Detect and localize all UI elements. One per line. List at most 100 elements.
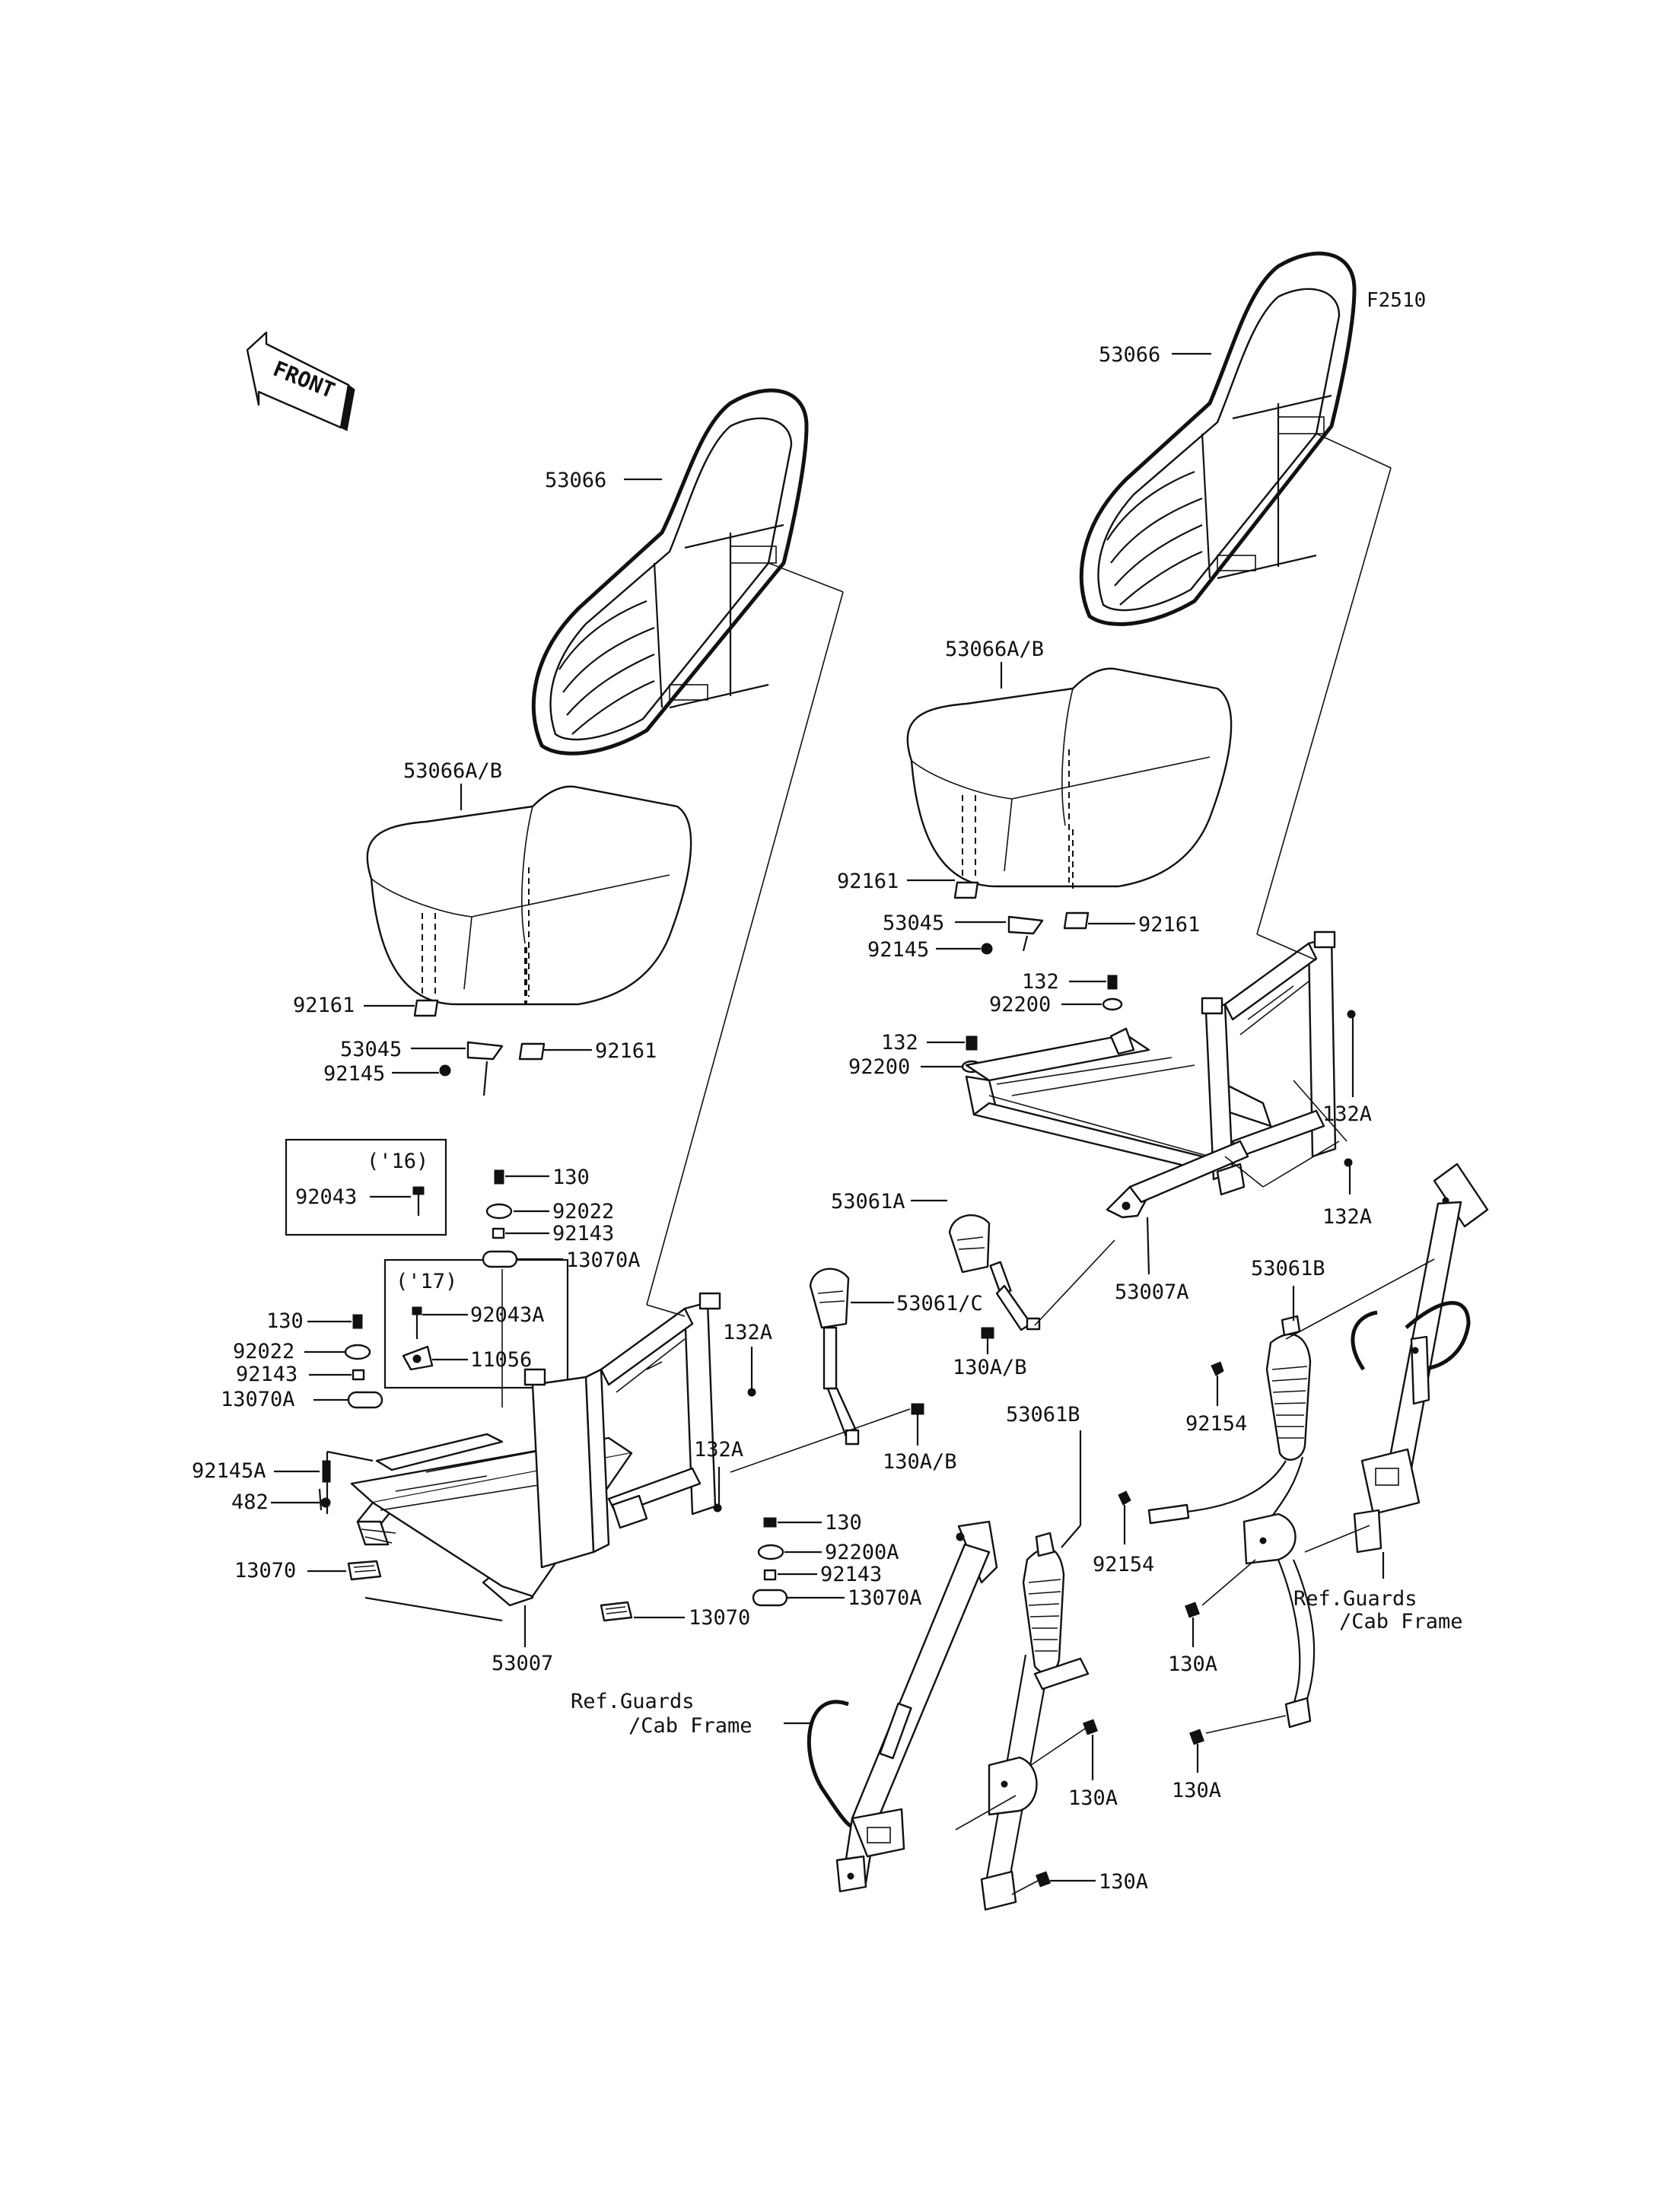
bolt-132A-r1-icon <box>1347 1010 1356 1019</box>
pad-13070A-a-icon <box>482 1250 518 1268</box>
left-cushion-53066AB <box>366 785 692 1006</box>
bracket-92161-right-1 <box>953 881 979 899</box>
label-buckle-left: 53061/C <box>896 1292 983 1315</box>
label-13070-r: 13070 <box>689 1606 750 1630</box>
bolt-132A-l1-icon <box>747 1388 756 1397</box>
bolt-130A-4-icon <box>1189 1729 1204 1745</box>
buckle-53061C-left <box>809 1268 860 1446</box>
nut-92143-b-icon <box>352 1369 365 1381</box>
pin-482-icon <box>320 1497 331 1508</box>
label-130AB-l: 130A/B <box>883 1450 957 1474</box>
left-backrest-53066 <box>531 388 809 755</box>
latch-53045-left <box>466 1041 504 1096</box>
label-92145A: 92145A <box>192 1459 266 1483</box>
label-92161-l2: 92161 <box>595 1039 657 1063</box>
label-92143-a: 92143 <box>552 1222 614 1245</box>
latch-53045-right <box>1007 915 1044 952</box>
label-132A-r1: 132A <box>1322 1102 1372 1126</box>
bolt-130-a-icon <box>494 1169 504 1185</box>
bracket-11056-icon <box>402 1345 434 1371</box>
label-130A-3: 130A <box>1168 1652 1217 1676</box>
label-belt-right: 53061B <box>1251 1257 1325 1280</box>
bracket-92161-right-2 <box>1063 911 1090 930</box>
label-132A-r2: 132A <box>1322 1205 1372 1229</box>
rail-13070-left-icon <box>347 1560 382 1581</box>
label-cushion-left: 53066A/B <box>403 759 502 783</box>
label-92161-r2: 92161 <box>1138 913 1200 937</box>
left-seat-belt-53061B <box>980 1532 1090 1911</box>
label-buckle-right: 53061A <box>831 1190 905 1214</box>
right-guard-frame <box>1351 1163 1489 1554</box>
left-seat-frame-53007 <box>350 1292 721 1607</box>
collar-92022-b-icon <box>344 1344 371 1360</box>
label-92200A: 92200A <box>825 1541 899 1564</box>
label-132-r2: 132 <box>881 1031 918 1054</box>
nut-92154-right-icon <box>1211 1361 1224 1376</box>
label-latch-r: 53045 <box>883 911 944 935</box>
label-92154-r: 92154 <box>1185 1412 1247 1436</box>
label-13070A-c: 13070A <box>848 1586 922 1610</box>
washer-92200-r1-icon <box>1102 997 1123 1011</box>
label-92161-r1: 92161 <box>837 870 899 893</box>
label-130A-2: 130A <box>1099 1870 1148 1894</box>
variant-box-17 <box>383 1258 569 1389</box>
label-482: 482 <box>231 1490 269 1514</box>
collar-92022-a-icon <box>485 1203 513 1220</box>
label-clip-l: 92145 <box>323 1062 385 1086</box>
label-clip-r: 92145 <box>867 938 929 962</box>
label-92022-a: 92022 <box>552 1200 614 1223</box>
label-belt-left: 53061B <box>1006 1403 1080 1427</box>
label-130-c: 130 <box>825 1511 862 1535</box>
label-ref-l-1: Ref.Guards <box>571 1690 695 1713</box>
label-ref-r-2: /Cab Frame <box>1339 1610 1463 1633</box>
bolt-92043-icon <box>412 1186 425 1216</box>
label-frame-right: 53007A <box>1115 1280 1189 1304</box>
bolt-92043A-icon <box>412 1306 422 1339</box>
bolt-132-r1-icon <box>1107 975 1118 990</box>
label-130-b: 130 <box>266 1309 304 1333</box>
label-92161-l1: 92161 <box>293 994 355 1017</box>
label-92022-b: 92022 <box>233 1340 294 1363</box>
label-130A-1: 130A <box>1068 1786 1118 1810</box>
figure-code: F2510 <box>1367 289 1426 312</box>
buckle-53061A-right <box>948 1214 1041 1331</box>
bolt-130-b-icon <box>352 1314 363 1329</box>
label-box16-part: 92043 <box>295 1185 357 1209</box>
bolt-130-c-icon <box>763 1517 777 1528</box>
bolt-130A-3-icon <box>1185 1602 1200 1618</box>
label-cushion-right: 53066A/B <box>945 638 1044 661</box>
label-130A-4: 130A <box>1172 1779 1221 1802</box>
variant-box-16 <box>285 1138 447 1236</box>
label-132A-l1: 132A <box>723 1321 772 1344</box>
bracket-92161-left-2 <box>518 1042 546 1061</box>
label-ref-l-2: /Cab Frame <box>628 1714 752 1738</box>
label-backrest-left: 53066 <box>545 469 606 492</box>
label-box17-bolt: 92043A <box>470 1303 545 1327</box>
bracket-92161-left-1 <box>413 999 439 1017</box>
bolt-130AB-left-icon <box>911 1403 924 1446</box>
label-130-a: 130 <box>552 1166 590 1189</box>
clip-92145-right-icon <box>981 943 993 955</box>
right-backrest-53066 <box>1079 251 1357 626</box>
label-13070A-a: 13070A <box>566 1249 641 1272</box>
right-seat-frame-53007A <box>965 930 1337 1219</box>
label-backrest-right: 53066 <box>1099 343 1160 367</box>
pad-13070A-c-icon <box>752 1589 788 1607</box>
label-box16-year: ('16) <box>367 1150 428 1173</box>
bolt-132A-r2-icon <box>1344 1158 1353 1167</box>
label-13070A-b: 13070A <box>221 1388 295 1411</box>
bolt-130AB-right-icon <box>981 1327 994 1354</box>
nut-92143-c-icon <box>763 1569 777 1581</box>
pad-13070A-b-icon <box>347 1391 383 1409</box>
label-132-r1: 132 <box>1022 970 1059 994</box>
clip-92145-left-icon <box>439 1064 451 1077</box>
label-ref-r-1: Ref.Guards <box>1293 1587 1418 1611</box>
left-guard-frame <box>807 1520 998 1893</box>
label-box17-bracket: 11056 <box>470 1348 532 1372</box>
washer-92200A-icon <box>757 1544 784 1560</box>
bolt-130A-2-icon <box>1036 1871 1051 1888</box>
label-132A-l2: 132A <box>694 1438 743 1462</box>
bolt-132A-l2-icon <box>713 1503 722 1513</box>
nut-92154-left-icon <box>1118 1490 1131 1506</box>
bolt-130A-1-icon <box>1083 1719 1098 1735</box>
